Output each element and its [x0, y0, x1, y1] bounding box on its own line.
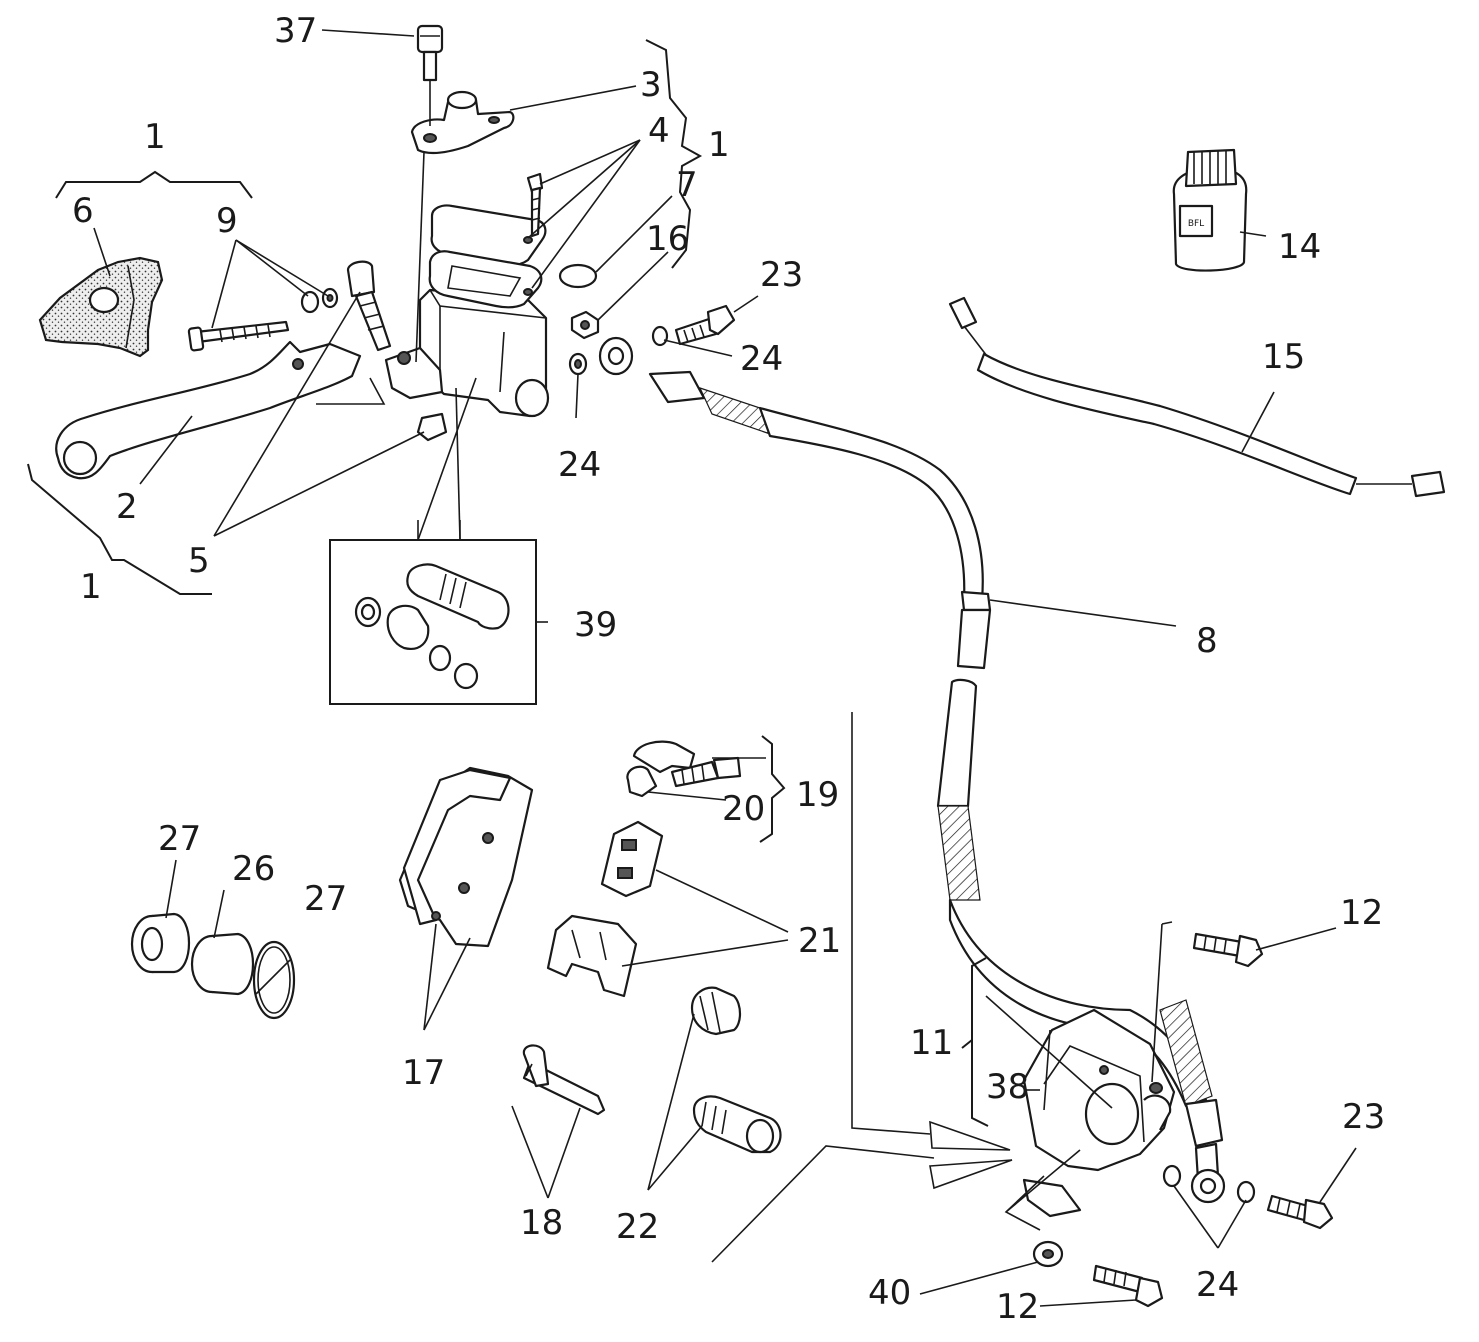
adjuster-nut: [416, 412, 448, 442]
callout-22: 22: [616, 1207, 659, 1247]
leader-lines: [93, 29, 1357, 1307]
washer-24d: [1236, 1180, 1256, 1204]
callout-1-right: 1: [708, 125, 730, 165]
adjuster-screw: [346, 260, 392, 352]
callout-23-top: 23: [760, 255, 803, 295]
assembly-arrow: [711, 712, 1013, 1263]
callout-2: 2: [116, 487, 138, 527]
callout-18: 18: [520, 1203, 563, 1243]
caliper-bolt-12-top: [1192, 932, 1264, 968]
callout-39: 39: [574, 605, 617, 645]
slide-pin: [692, 1095, 782, 1154]
clamp-bolt: [416, 24, 444, 126]
bleed-nut: [570, 310, 600, 340]
cover-screw: [526, 172, 544, 238]
callout-3: 3: [640, 65, 662, 105]
callout-9: 9: [216, 201, 238, 241]
pad-retainer: [546, 914, 638, 998]
brake-lever: [55, 340, 386, 480]
callout-21: 21: [798, 921, 841, 961]
callout-15: 15: [1262, 337, 1305, 377]
caliper: [1022, 1008, 1176, 1218]
washer-24b: [651, 325, 669, 347]
callout-24-b: 24: [558, 445, 601, 485]
repair-kit-box: [329, 520, 537, 705]
callout-24-a: 24: [740, 339, 783, 379]
pad-spring-clip: [600, 820, 664, 898]
brake-light-switch-wire: [948, 296, 1446, 498]
callout-6: 6: [72, 191, 94, 231]
piston-seal-ring: [252, 940, 296, 1020]
pad-pin: [522, 1044, 606, 1116]
lever-bracket-top: [55, 170, 253, 199]
banjo-fitting-bottom: [1190, 1142, 1226, 1204]
banjo-fitting-top: [598, 336, 634, 376]
callout-26: 26: [232, 849, 275, 889]
piston: [190, 932, 255, 996]
banjo-bolt-bottom: [1266, 1194, 1334, 1230]
master-cylinder-body: [384, 288, 550, 418]
washer-40: [1032, 1240, 1064, 1268]
callout-24-c: 24: [1196, 1265, 1239, 1305]
lever-guard: [38, 256, 164, 358]
callout-1-bottom-left: 1: [80, 567, 102, 607]
handlebar-clamp: [410, 90, 515, 155]
pivot-nut: [300, 287, 339, 314]
callout-19: 19: [796, 775, 839, 815]
callout-12-top: 12: [1340, 893, 1383, 933]
callout-4: 4: [648, 111, 670, 151]
brake-hose: [648, 370, 1224, 1148]
callout-27-right: 27: [304, 879, 347, 919]
callout-16: 16: [646, 219, 689, 259]
callout-20: 20: [722, 789, 765, 829]
reservoir-gasket: [428, 250, 543, 309]
slide-pin-boot: [690, 986, 742, 1036]
callout-40: 40: [868, 1273, 911, 1313]
callout-12-bottom: 12: [996, 1287, 1039, 1327]
bracket-19: [759, 735, 786, 843]
callout-8: 8: [1196, 621, 1218, 661]
washer-24c: [1162, 1164, 1182, 1188]
bleed-valve-cap: [626, 740, 696, 798]
callout-38: 38: [986, 1067, 1029, 1107]
caliper-bolt-12-bottom: [1092, 1264, 1164, 1308]
cylinder-bracket-right: [645, 39, 703, 269]
plug: [558, 263, 598, 289]
callout-5: 5: [188, 541, 210, 581]
brake-fluid-bottle: BFL: [1172, 148, 1248, 272]
callout-17: 17: [402, 1053, 445, 1093]
callout-14: 14: [1278, 227, 1321, 267]
brake-pads: [398, 766, 534, 948]
washer-24a: [568, 352, 588, 376]
callout-7: 7: [676, 165, 698, 205]
bottle-label: BFL: [1188, 219, 1204, 229]
callout-1-top-left: 1: [144, 117, 166, 157]
callout-37: 37: [274, 11, 317, 51]
callout-27-left: 27: [158, 819, 201, 859]
callout-11: 11: [910, 1023, 953, 1063]
lever-bracket-bottom: [27, 463, 212, 595]
lever-pivot-bolt: [187, 320, 290, 352]
callout-23-bottom: 23: [1342, 1097, 1385, 1137]
caliper-bracket-11: [961, 957, 989, 1127]
banjo-bolt-top: [674, 304, 736, 346]
callout-labels: 1 1 1 2 3 4 5 6 7 8 9 11 12 12 14 15 16 …: [72, 11, 1385, 1327]
piston-seal-outer: [130, 912, 191, 974]
